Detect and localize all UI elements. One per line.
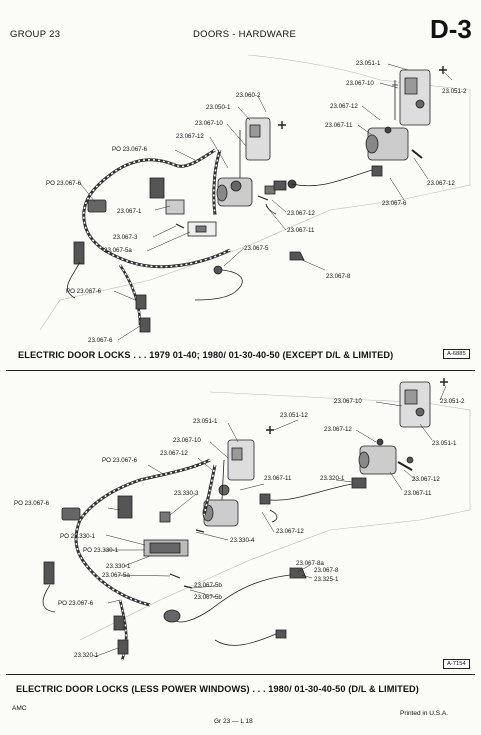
callout-label: PO 23.330-1 [83, 547, 119, 554]
callout-label: PO 23.067-6 [112, 146, 148, 153]
callout-label: 23.051-2 [440, 398, 465, 405]
callout-label: 23.067-5a [104, 247, 132, 254]
callout-label: 23.067-12 [330, 103, 358, 110]
diagram-caption: ELECTRIC DOOR LOCKS . . . 1979 01-40; 19… [18, 350, 394, 360]
callout-label: 23.067-10 [334, 398, 362, 405]
callout-label: 23.067-11 [404, 490, 432, 497]
callout-label: 23.067-12 [176, 133, 204, 140]
callout-label: 23.067-11 [287, 227, 315, 234]
callout-label: 23.067-5b [194, 582, 222, 589]
section-divider [6, 674, 475, 675]
diagram-caption: ELECTRIC DOOR LOCKS (LESS POWER WINDOWS)… [16, 684, 419, 694]
callout-label: 23.067-12 [427, 180, 455, 187]
section-divider [6, 370, 475, 371]
callout-label: 23.051-12 [280, 412, 308, 419]
callout-label: 23.067-5a [102, 572, 130, 579]
callout-label: PO 23.067-6 [66, 288, 102, 295]
callout-label: 23.330-1 [106, 563, 131, 570]
callout-label: 23.325-1 [314, 576, 339, 583]
callout-label: 23.067-1 [117, 208, 142, 215]
callout-label: 23.060-2 [236, 92, 261, 99]
callout-label: 23.067-5b [194, 594, 222, 601]
callout-label: 23.067-12 [324, 426, 352, 433]
callout-label: 23.067-10 [173, 437, 201, 444]
callout-label: 23.067-11 [325, 122, 353, 129]
callout-label: 23.067-8 [326, 273, 351, 280]
callout-label: 23.067-5 [244, 245, 269, 252]
callout-label: 23.051-2 [442, 88, 467, 95]
group-label: GROUP 23 [10, 29, 61, 40]
callout-label: 23.067-12 [287, 210, 315, 217]
footer-printed: Printed in U.S.A. [400, 710, 449, 717]
callout-label: 23.067-3 [113, 234, 138, 241]
callout-label: 23.050-1 [206, 104, 231, 111]
callout-label: 23.067-6 [382, 200, 407, 207]
callout-label: PO 23.067-6 [58, 600, 94, 607]
page-title: DOORS - HARDWARE [193, 29, 297, 40]
callout-label: 23.051-1 [432, 440, 457, 447]
page-number: D-3 [430, 14, 472, 44]
callout-label: 23.330-4 [230, 537, 255, 544]
callout-label: 23.067-10 [195, 120, 223, 127]
callout-label: 23.051-1 [193, 418, 218, 425]
callout-label: 23.067-8a [296, 560, 324, 567]
callout-label: 23.320-1 [320, 475, 345, 482]
callout-label: 23.067-11 [264, 475, 292, 482]
callout-label: 23.067-10 [346, 80, 374, 87]
callout-label: 23.067-6 [88, 337, 113, 344]
callout-label: 23.067-12 [276, 528, 304, 535]
footer-brand: AMC [12, 705, 27, 712]
callout-label: 23.067-12 [160, 450, 188, 457]
callout-label: 23.320-1 [74, 652, 99, 659]
callout-label: PO 23.067-6 [102, 457, 138, 464]
callout-label: PO 23.330-1 [60, 533, 96, 540]
figure-ref-box: A-7154 [443, 659, 470, 669]
callout-label: PO 23.067-6 [46, 180, 82, 187]
callout-label: PO 23.067-6 [14, 500, 50, 507]
callout-label: 23.067-8 [314, 567, 339, 574]
callout-label: 23.051-1 [356, 60, 381, 67]
callout-label: 23.067-12 [412, 476, 440, 483]
footer-page-ref: Gr 23 — L 18 [214, 718, 253, 725]
callout-label: 23.330-3 [174, 490, 199, 497]
figure-ref-box: A-6885 [443, 349, 470, 359]
